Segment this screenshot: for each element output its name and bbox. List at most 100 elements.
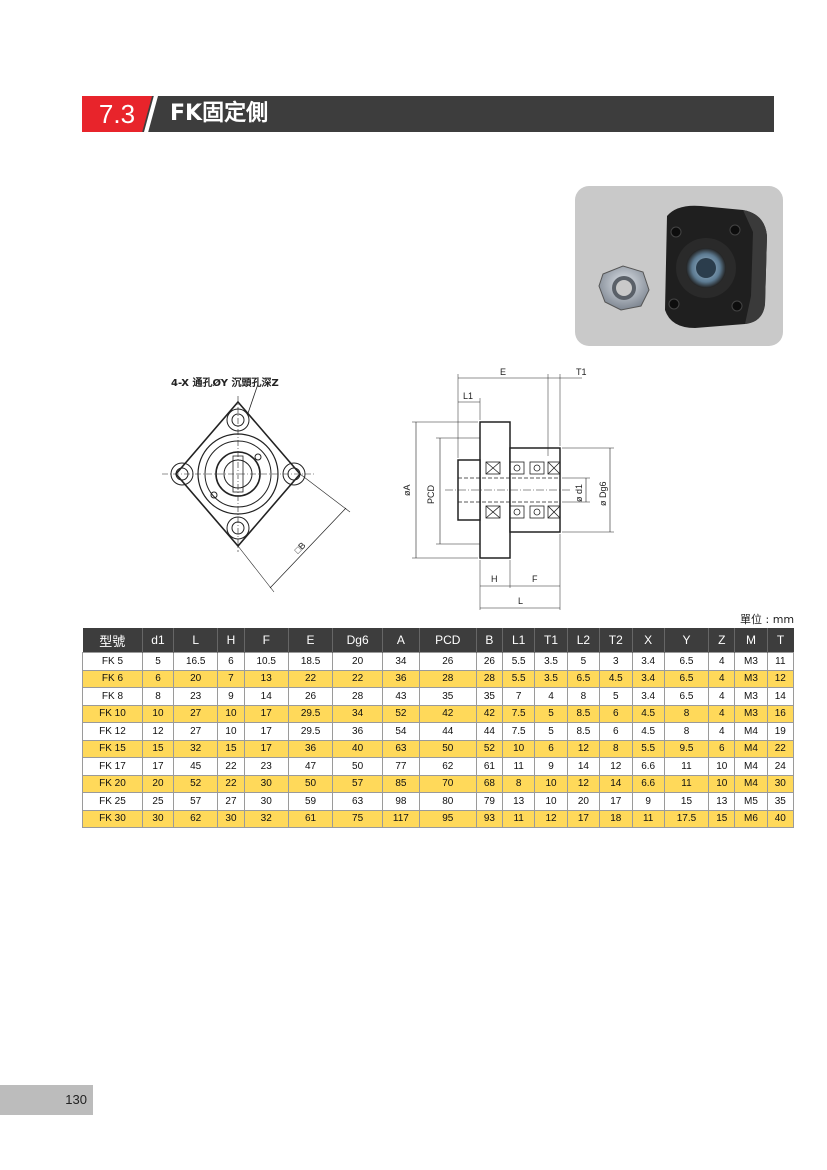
product-photo <box>575 186 783 346</box>
table-cell: 28 <box>332 687 384 706</box>
table-cell: 26 <box>418 652 477 671</box>
table-cell: 3.4 <box>631 669 665 688</box>
column-header: A <box>382 628 420 653</box>
column-header: Dg6 <box>332 628 383 653</box>
table-cell: 9 <box>534 757 568 776</box>
table-cell: 16 <box>766 704 795 723</box>
table-cell: 14 <box>766 687 795 706</box>
column-header: Y <box>663 628 709 653</box>
table-cell: 40 <box>766 809 795 828</box>
table-cell: 44 <box>475 722 504 741</box>
table-cell: 32 <box>173 739 219 758</box>
table-cell: 25 <box>141 792 175 811</box>
table-cell: 15 <box>217 739 245 758</box>
table-cell: 8 <box>502 774 536 793</box>
table-cell: 12 <box>599 757 633 776</box>
table-cell: M3 <box>734 704 768 723</box>
table-cell: 17 <box>566 809 601 828</box>
column-header: 型號 <box>82 628 143 653</box>
table-cell: 7 <box>502 687 536 706</box>
table-cell: FK 5 <box>82 652 143 671</box>
table-cell: 4 <box>534 687 568 706</box>
table-cell: 34 <box>332 704 384 723</box>
table-cell: 6.5 <box>663 669 710 688</box>
table-cell: 68 <box>475 774 504 793</box>
table-cell: 12 <box>141 722 175 741</box>
table-cell: 13 <box>502 792 536 811</box>
table-cell: M4 <box>734 757 768 776</box>
table-cell: 20 <box>566 792 601 811</box>
table-cell: 5 <box>599 687 633 706</box>
page-number-tab: 130 <box>0 1085 93 1115</box>
table-cell: 17 <box>243 722 289 741</box>
hole-callout: 4-X 通孔ØY 沉頭孔深Z <box>171 378 279 389</box>
table-cell: 4.5 <box>631 722 665 741</box>
table-cell: 29.5 <box>287 704 334 723</box>
table-cell: 79 <box>475 792 504 811</box>
table-cell: 30 <box>217 809 245 828</box>
table-cell: 7.5 <box>502 704 536 723</box>
table-cell: M4 <box>734 739 768 758</box>
table-cell: 22 <box>287 669 334 688</box>
dim-label-e: E <box>500 367 506 377</box>
table-cell: 8.5 <box>566 704 601 723</box>
table-cell: 5 <box>566 652 601 671</box>
dim-label-b: □B <box>292 540 307 555</box>
table-cell: 9 <box>631 792 665 811</box>
table-cell: 17 <box>141 757 175 776</box>
table-cell: 10 <box>141 704 175 723</box>
table-cell: 6 <box>534 739 568 758</box>
table-cell: 4.5 <box>599 669 633 688</box>
section-header: 7.3 FK固定側 <box>82 96 774 132</box>
table-cell: 30 <box>766 774 795 793</box>
column-header: L2 <box>566 628 600 653</box>
table-cell: FK 10 <box>82 704 143 723</box>
front-view: □B <box>162 383 351 593</box>
table-cell: 5.5 <box>502 669 536 688</box>
table-cell: 8 <box>663 722 710 741</box>
table-cell: 42 <box>418 704 477 723</box>
column-header: Z <box>708 628 735 653</box>
table-cell: M3 <box>734 652 768 671</box>
table-cell: 5 <box>534 704 568 723</box>
table-cell: 7 <box>217 669 245 688</box>
table-cell: 10 <box>217 704 245 723</box>
table-cell: 30 <box>243 774 289 793</box>
table-cell: 8 <box>663 704 710 723</box>
table-cell: FK 12 <box>82 722 143 741</box>
table-cell: 27 <box>173 722 219 741</box>
table-cell: 27 <box>173 704 219 723</box>
table-cell: 22 <box>217 774 245 793</box>
table-cell: 42 <box>475 704 504 723</box>
table-cell: 3.4 <box>631 687 665 706</box>
table-cell: 6 <box>708 739 736 758</box>
table-cell: 11 <box>663 757 710 776</box>
table-cell: 26 <box>475 652 504 671</box>
table-cell: 95 <box>418 809 477 828</box>
table-cell: 14 <box>243 687 289 706</box>
dim-label-phi-dg6: ø Dg6 <box>598 481 608 506</box>
table-cell: 6.5 <box>566 669 601 688</box>
dim-label-phi-d1: ø d1 <box>574 484 584 502</box>
table-cell: 45 <box>173 757 219 776</box>
table-cell: 9 <box>217 687 245 706</box>
column-header: T2 <box>599 628 633 653</box>
table-cell: 17.5 <box>663 809 710 828</box>
dim-label-l1: L1 <box>463 391 473 401</box>
table-cell: 63 <box>332 792 384 811</box>
table-cell: 36 <box>287 739 334 758</box>
table-cell: 4 <box>708 687 736 706</box>
column-header: d1 <box>141 628 174 653</box>
table-cell: 10 <box>534 774 568 793</box>
table-cell: FK 25 <box>82 792 143 811</box>
section-title: FK固定側 <box>170 101 269 126</box>
column-header: L1 <box>502 628 535 653</box>
table-cell: 4 <box>708 704 736 723</box>
table-cell: 80 <box>418 792 477 811</box>
